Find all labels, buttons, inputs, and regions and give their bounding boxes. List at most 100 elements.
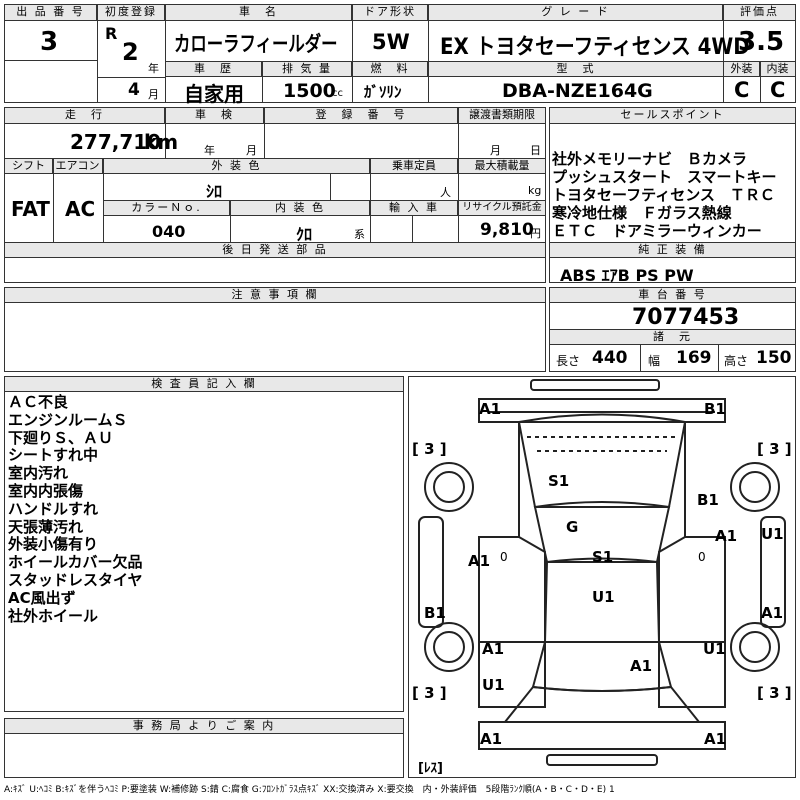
door-label: ドア形状 — [353, 5, 428, 21]
mark-door-rr: A1 — [761, 604, 784, 622]
reg-no-label: 登 録 番 号 — [265, 108, 458, 124]
hood — [517, 413, 687, 509]
divider — [550, 242, 795, 243]
exterior-color: ｼﾛ — [206, 182, 223, 201]
note-line: ハンドルすれ — [8, 499, 99, 518]
door-type: 5W — [372, 30, 410, 54]
length: 440 — [592, 348, 628, 368]
office-label: 事 務 局 よ り ご 案 内 — [5, 719, 403, 734]
ext-grade: C — [734, 78, 750, 102]
mark-zero-2: 0 — [698, 550, 706, 564]
inspector-notes: ＡＣ不良 エンジンルームＳ 下廻りＳ、ＡＵ シートすれ中 室内汚れ 室内内張傷 … — [8, 393, 398, 625]
note-line: 下廻りＳ、ＡＵ — [8, 428, 114, 447]
cautions-label: 注 意 事 項 欄 — [5, 288, 545, 303]
width: 169 — [676, 348, 712, 368]
divider — [550, 329, 795, 330]
mark-front-right: B1 — [704, 400, 726, 418]
mark-tire-rr: [ 3 ] — [757, 684, 792, 702]
front-bumper — [478, 398, 726, 423]
divider — [718, 345, 719, 371]
displacement-unit: cc — [332, 88, 343, 99]
note-line: エンジンルームＳ — [8, 410, 128, 429]
reg-year: 2 — [122, 38, 139, 66]
office-box — [4, 718, 404, 778]
mark-roof: S1 — [548, 472, 570, 490]
legend: A:ｷｽﾞ U:ﾍｺﾐ B:ｷｽﾞを伴うﾍｺﾐ P:要塗装 W:補修跡 S:錆 … — [4, 785, 615, 795]
length-label: 長さ — [556, 354, 581, 368]
equipment-label: 純 正 装 備 — [550, 243, 795, 258]
ext-grade-label: 外装 — [724, 62, 760, 77]
sales-point: 寒冷地仕様 Ｆガラス熱線 — [552, 204, 732, 222]
grade-label: グ レ ー ド — [429, 5, 723, 21]
interior-color-unit: 系 — [354, 228, 365, 241]
sales-point: ＥＴＣ ドアミラーウィンカー — [552, 222, 762, 240]
chassis-number: 7077453 — [632, 305, 740, 330]
divider — [412, 216, 413, 242]
mark-hood-right: B1 — [697, 491, 719, 509]
mark-glass: G — [566, 518, 579, 536]
tire-rear-right — [730, 622, 780, 672]
shift-label: シフト — [5, 159, 53, 174]
model-label: 型 式 — [429, 62, 723, 77]
ac: AC — [65, 197, 96, 221]
displacement-label: 排 気 量 — [263, 62, 352, 77]
note-line: ＡＣ不良 — [8, 393, 69, 411]
note-line: 社外ホイール — [8, 606, 99, 625]
divider — [166, 61, 723, 62]
mark-tire-fr: [ 3 ] — [757, 440, 792, 458]
mark-rear-fender-r: U1 — [703, 640, 726, 658]
note-line: スタッドレスタイヤ — [8, 570, 143, 589]
displacement: 1500 — [283, 80, 336, 102]
mark-rear-left: U1 — [482, 676, 505, 694]
front-right-door — [658, 536, 726, 643]
color-no-label: カラーＮｏ. — [104, 201, 230, 216]
mark-trunk: A1 — [630, 657, 653, 675]
inspection-label: 車 検 — [166, 108, 264, 124]
reg-month: 4 — [128, 80, 140, 100]
divider — [165, 108, 166, 158]
transfer-label: 譲渡書類期限 — [459, 108, 545, 124]
equipment: ABS ｴｱB PS PW — [560, 266, 694, 285]
car-name: カローラフィールダー — [174, 32, 338, 56]
mark-floor-u: U1 — [592, 588, 615, 606]
recycle-amount: 9,810 — [480, 220, 534, 240]
note-line: シートすれ中 — [8, 446, 99, 465]
mark-zero-1: 0 — [500, 550, 508, 564]
sales-point: トヨタセーフティセンス ＴＲＣ — [552, 186, 775, 204]
divider — [428, 5, 429, 61]
rear-right-door — [658, 641, 726, 708]
int-grade-label: 内装 — [760, 62, 795, 77]
shift: FAT — [11, 197, 50, 221]
divider — [98, 77, 165, 78]
score-label: 評価点 — [724, 5, 795, 21]
sales-point: プッシュスタート スマートキー — [552, 168, 777, 186]
exterior-color-label: 外 装 色 — [104, 159, 370, 174]
rear-left-door — [478, 641, 546, 708]
left-side-panel — [418, 516, 444, 628]
divider — [53, 159, 54, 242]
history-label: 車 歴 — [166, 62, 262, 77]
mark-front-left: A1 — [479, 400, 502, 418]
history: 自家用 — [184, 82, 244, 106]
mark-tire-fl: [ 3 ] — [412, 440, 447, 458]
insp-month-unit: 月 — [246, 144, 257, 157]
tire-front-left — [424, 462, 474, 512]
inspector-label: 検 査 員 記 入 欄 — [5, 377, 403, 392]
month-unit: 月 — [148, 88, 159, 101]
divider — [262, 62, 263, 102]
year-unit: 年 — [148, 62, 159, 75]
divider — [760, 62, 761, 102]
note-line: 天張薄汚れ — [8, 517, 84, 536]
max-load-label: 最大積載量 — [459, 159, 545, 174]
import-label: 輸 入 車 — [371, 201, 458, 216]
car-diagram — [418, 379, 786, 766]
divider — [724, 61, 795, 62]
mark-bumper-rl: A1 — [480, 730, 503, 748]
mark-door-rl: B1 — [424, 604, 446, 622]
sales-points-list: 社外メモリーナビ Ｂカメラ プッシュスタート スマートキー トヨタセーフティセン… — [552, 150, 792, 240]
divider — [330, 174, 331, 200]
note-line: 室内内張傷 — [8, 481, 84, 500]
first-reg-label: 初度登録 — [98, 5, 165, 21]
chassis-box — [549, 287, 796, 372]
mark-pillar-r: U1 — [761, 525, 784, 543]
